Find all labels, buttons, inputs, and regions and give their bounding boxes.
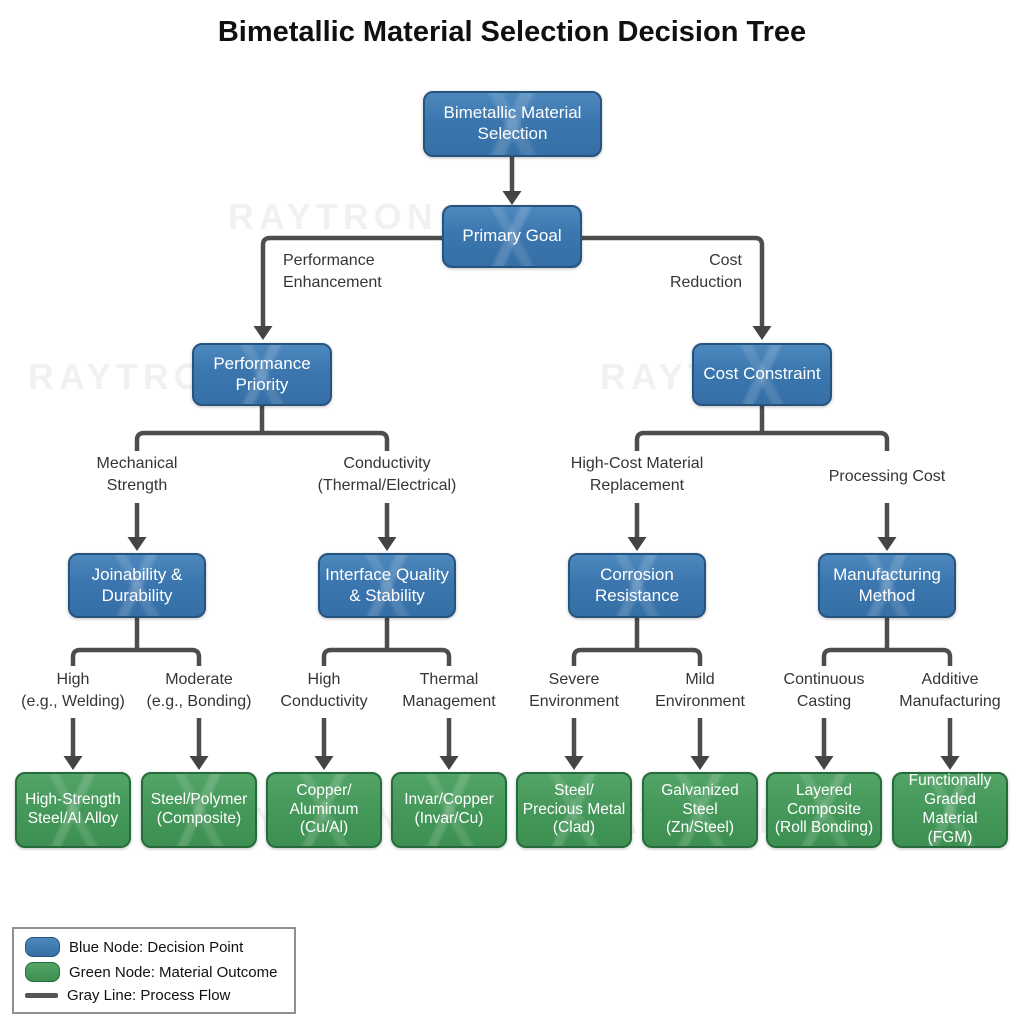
arrowhead [377,537,397,551]
edge-label-high-cost-replacement: High-Cost Material Replacement [570,455,704,494]
connector-primary-branches [260,235,765,327]
node-outcome-copper-aluminum: Copper/ Aluminum (Cu/Al) [266,772,382,848]
arrowhead [752,326,772,340]
arrowhead [253,326,273,340]
connector-joinability-split [70,617,202,757]
edge-label-mechanical-strength: Mechanical Strength [96,455,178,494]
arrowhead [627,537,647,551]
connector-cost-split [634,404,890,538]
edge-label-mild-environment: Mild Environment [655,671,745,710]
edge-label-processing-cost: Processing Cost [828,468,946,485]
edge-label-conductivity: Conductivity (Thermal/Electrical) [317,455,457,494]
green-node-swatch-icon [25,962,60,982]
node-outcome-steel-precious-metal: Steel/ Precious Metal (Clad) [516,772,632,848]
arrowhead [564,756,584,770]
connector-corrosion-split [571,617,703,757]
node-cost-constraint: Cost Constraint [692,343,832,406]
page-title: Bimetallic Material Selection Decision T… [217,16,807,48]
node-performance-priority: Performance Priority [192,343,332,406]
arrowhead [189,756,209,770]
arrowhead [690,756,710,770]
node-primary-goal: Primary Goal [442,205,582,268]
node-outcome-steel-polymer: Steel/Polymer (Composite) [141,772,257,848]
arrowhead [877,537,897,551]
legend-label: Blue Node: Decision Point [69,938,244,956]
legend-label: Gray Line: Process Flow [67,987,231,1004]
edge-label-cost-reduction: Cost Reduction [669,252,742,291]
node-outcome-fgm: Functionally Graded Material (FGM) [892,772,1008,848]
edge-label-high-welding: High (e.g., Welding) [21,671,125,710]
legend-label: Green Node: Material Outcome [69,963,278,981]
node-corrosion-resistance: Corrosion Resistance [568,553,706,618]
arrowhead [940,756,960,770]
arrowhead [814,756,834,770]
edge-label-severe-environment: Severe Environment [529,671,619,710]
connector-interface-split [321,617,452,757]
connector-performance-split [134,404,390,538]
node-root: Bimetallic Material Selection [423,91,602,157]
edge-label-performance-enhancement: Performance Enhancement [283,252,382,291]
legend-item-decision-point: Blue Node: Decision Point [25,937,283,957]
edge-label-high-conductivity: High Conductivity [280,671,368,710]
connector-manufacturing-split [821,617,953,757]
arrowhead [63,756,83,770]
edge-label-thermal-management: Thermal Management [402,671,496,710]
arrowhead [502,191,522,205]
legend: Blue Node: Decision Point Green Node: Ma… [12,927,296,1014]
node-outcome-invar-copper: Invar/Copper (Invar/Cu) [391,772,507,848]
arrowhead [439,756,459,770]
legend-item-process-flow: Gray Line: Process Flow [25,987,283,1004]
gray-line-swatch-icon [25,993,58,998]
edge-label-continuous-casting: Continuous Casting [783,671,865,710]
legend-item-material-outcome: Green Node: Material Outcome [25,962,283,982]
node-outcome-high-strength-steel: High-Strength Steel/Al Alloy [15,772,131,848]
arrowhead [127,537,147,551]
node-interface-quality: Interface Quality & Stability [318,553,456,618]
arrowhead [314,756,334,770]
node-outcome-layered-composite: Layered Composite (Roll Bonding) [766,772,882,848]
edge-label-moderate-bonding: Moderate (e.g., Bonding) [146,671,252,710]
node-outcome-galvanized-steel: Galvanized Steel (Zn/Steel) [642,772,758,848]
blue-node-swatch-icon [25,937,60,957]
edge-label-additive-manufacturing: Additive Manufacturing [899,671,1001,710]
node-manufacturing-method: Manufacturing Method [818,553,956,618]
node-joinability-durability: Joinability & Durability [68,553,206,618]
